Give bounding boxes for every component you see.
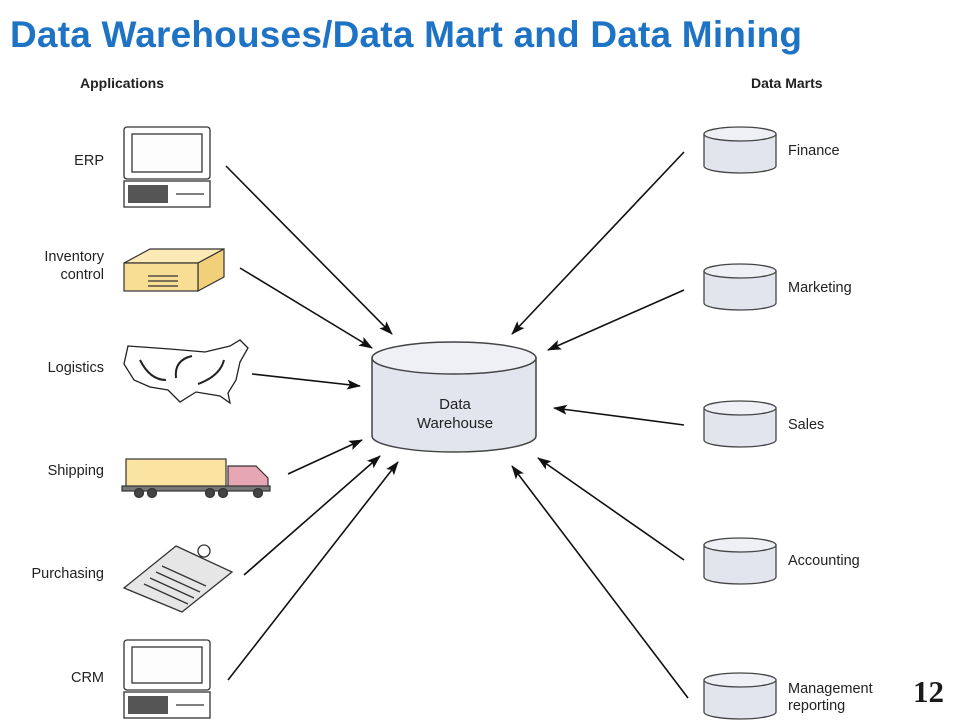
arrow-sales bbox=[553, 404, 685, 426]
computer-icon bbox=[123, 639, 211, 719]
applications-header: Applications bbox=[80, 75, 165, 91]
arrow-crm bbox=[227, 461, 399, 681]
app-label-shipping: Shipping bbox=[47, 463, 104, 479]
mart-label-finance: Finance bbox=[788, 143, 840, 159]
page-number: 12 bbox=[913, 674, 944, 709]
arrow-inventory bbox=[239, 267, 373, 349]
app-label-inventory-control: Inventory control bbox=[44, 249, 104, 283]
mart-arrows bbox=[511, 151, 689, 699]
arrow-marketing bbox=[547, 289, 685, 351]
mart-cylinder-sales bbox=[703, 400, 777, 448]
arrow-management bbox=[511, 465, 689, 699]
arrow-finance bbox=[511, 151, 685, 335]
data-warehouse-label: Data Warehouse bbox=[380, 395, 530, 433]
mart-label-management-reporting: Management reporting bbox=[788, 681, 873, 714]
app-label-erp: ERP bbox=[74, 153, 104, 169]
data-warehouse-label-line1: Data bbox=[439, 396, 471, 413]
app-label-purchasing: Purchasing bbox=[31, 566, 104, 582]
data-marts-header: Data Marts bbox=[751, 75, 823, 91]
data-warehouse-cylinder bbox=[371, 341, 537, 453]
mart-cylinder-management bbox=[703, 672, 777, 720]
mart-cylinder-accounting bbox=[703, 537, 777, 585]
data-warehouse-label-line2: Warehouse bbox=[416, 415, 494, 432]
clipboard-icon bbox=[122, 544, 234, 613]
arrow-logistics bbox=[251, 373, 361, 390]
arrow-purchasing bbox=[243, 455, 381, 576]
arrow-accounting bbox=[537, 457, 685, 561]
truck-icon bbox=[121, 458, 271, 499]
box-icon bbox=[123, 247, 225, 293]
arrow-erp bbox=[225, 165, 393, 335]
computer-icon bbox=[123, 126, 211, 208]
us-map-icon bbox=[123, 339, 249, 405]
app-label-crm: CRM bbox=[70, 670, 104, 686]
app-arrows bbox=[225, 165, 399, 681]
mart-label-sales: Sales bbox=[788, 417, 825, 433]
mart-label-accounting: Accounting bbox=[788, 553, 860, 569]
mart-cylinder-finance bbox=[703, 126, 777, 174]
mart-cylinder-marketing bbox=[703, 263, 777, 311]
app-label-logistics: Logistics bbox=[47, 360, 104, 376]
arrow-shipping bbox=[287, 439, 363, 475]
mart-label-marketing: Marketing bbox=[788, 280, 852, 296]
slide-title: Data Warehouses/Data Mart and Data Minin… bbox=[10, 14, 803, 55]
